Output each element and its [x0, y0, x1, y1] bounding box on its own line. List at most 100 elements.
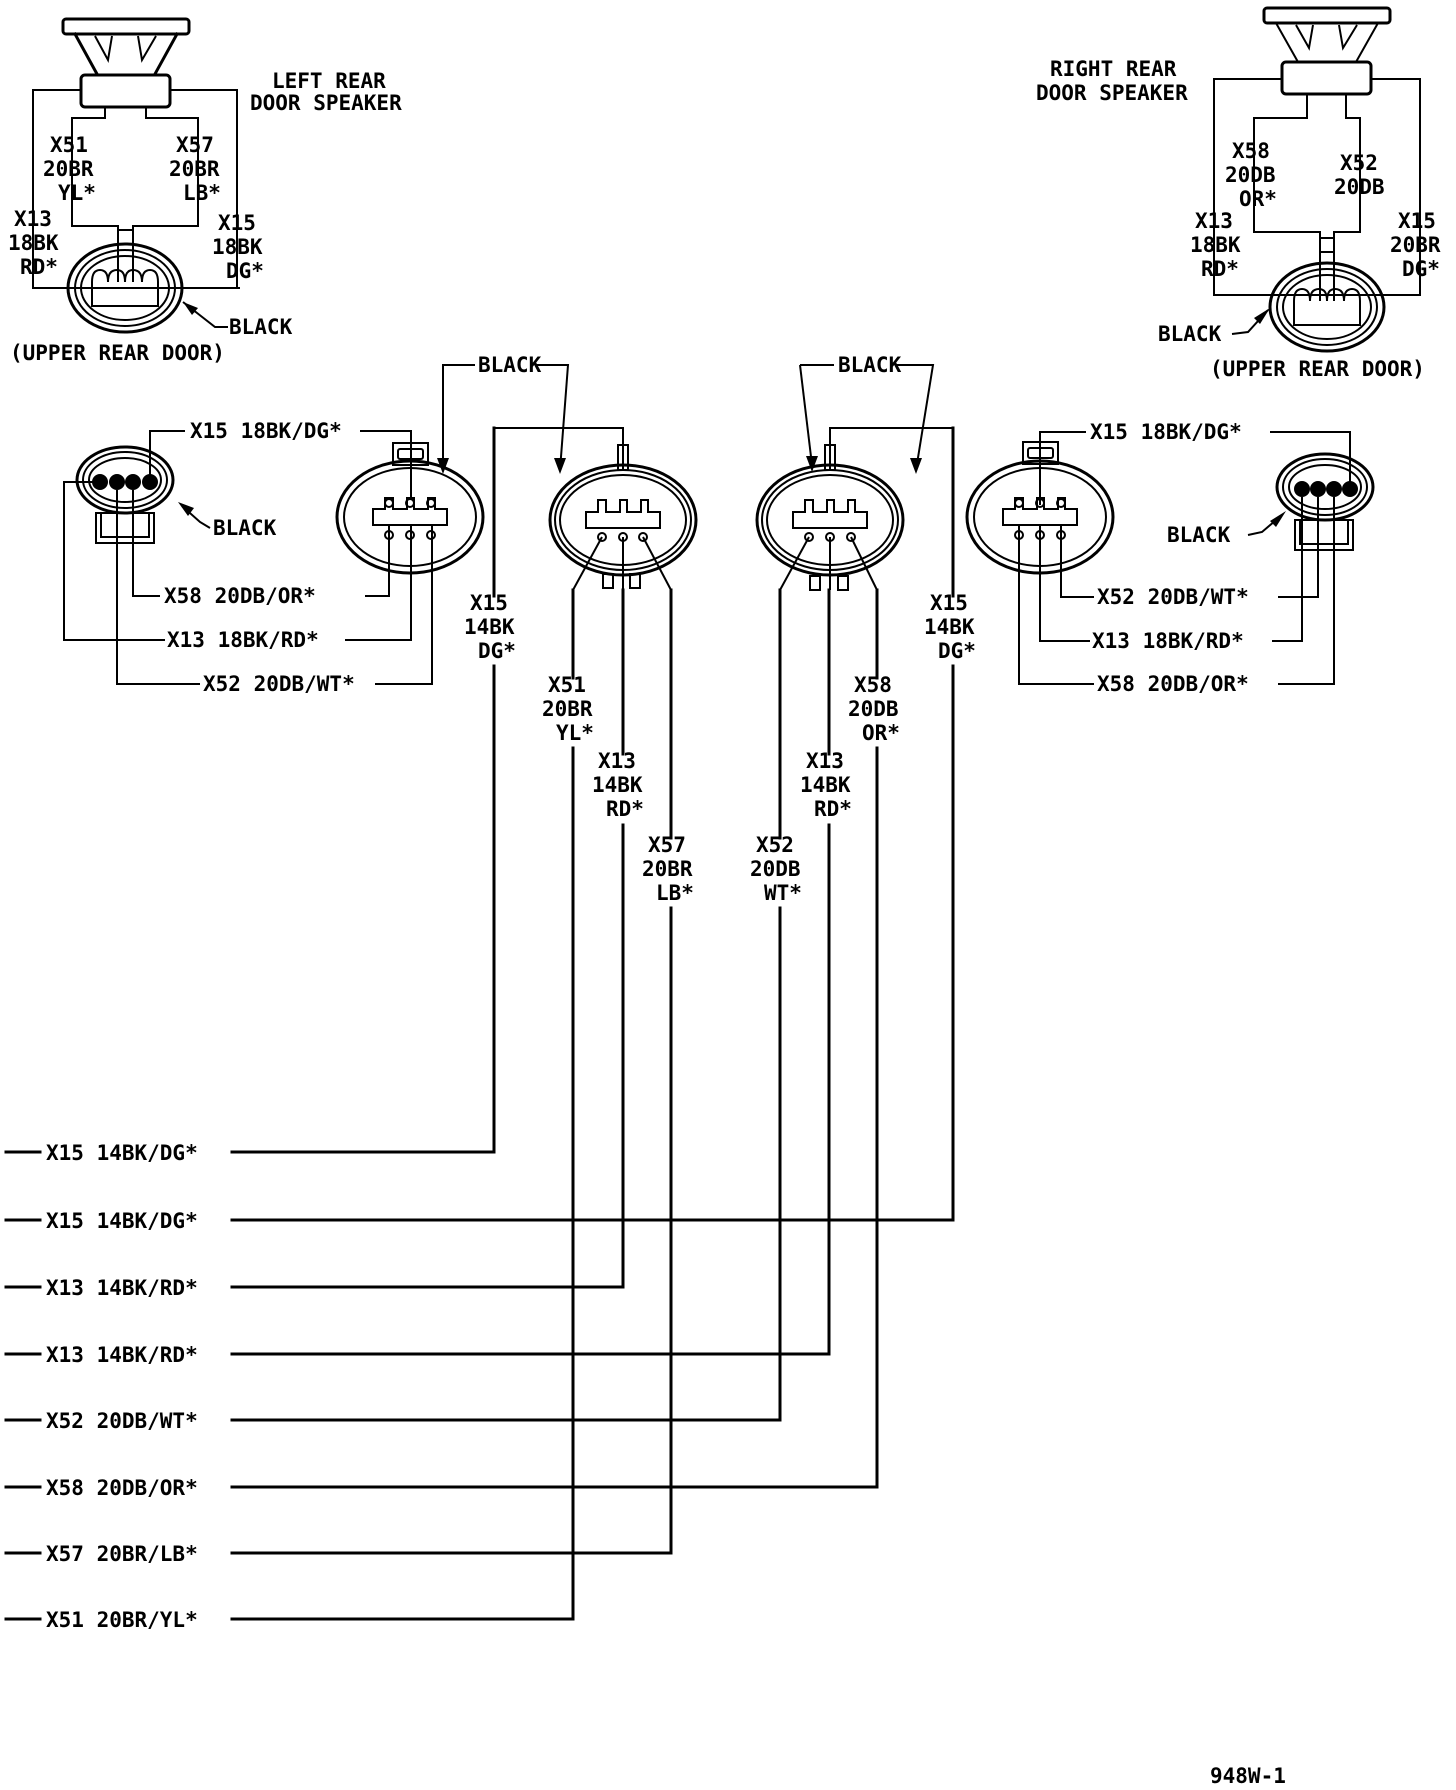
right-rear-speaker: RIGHT REAR DOOR SPEAKER X58 20DB OR* X52… [1036, 6, 1441, 381]
left-wire-circuit: X57 [176, 133, 214, 157]
bus-line-label: X13 14BK/RD* [46, 1276, 198, 1300]
right-speaker-location: (UPPER REAR DOOR) [1210, 357, 1425, 381]
right-speaker-title-2: DOOR SPEAKER [1036, 81, 1188, 105]
bus-line-label: X57 20BR/LB* [46, 1542, 198, 1566]
harness-wire-circuit: X57 [648, 833, 686, 857]
group-color-label: BLACK [838, 353, 902, 377]
left-wire-circuit: X51 [50, 133, 88, 157]
bus-line-label: X58 20DB/OR* [46, 1476, 198, 1500]
right-wire-circuit: X13 [1195, 209, 1233, 233]
harness-wire-tracer: YL* [556, 721, 594, 745]
group-color-label: BLACK [478, 353, 542, 377]
harness-wire-tracer: OR* [862, 721, 900, 745]
speaker-icon [1262, 6, 1392, 96]
harness-wire-gauge: 20BR [642, 857, 693, 881]
left-wire-gauge: 20BR [43, 157, 94, 181]
harness-wire [230, 588, 575, 1621]
left-4pin-connector [75, 445, 175, 544]
inline-wire-label: X52 20DB/WT* [203, 672, 355, 696]
harness-wire [230, 588, 782, 1422]
inline-wire-label: X13 18BK/RD* [1092, 629, 1244, 653]
harness-wire-lead [494, 427, 624, 470]
right-wire-circuit: X58 [1232, 139, 1270, 163]
harness-labels: X1514BKDG*X5120BRYL*X1314BKRD*X5720BRLB*… [464, 591, 976, 905]
harness-wire-circuit: X58 [854, 673, 892, 697]
left-wire-circuit: X15 [218, 211, 256, 235]
left-speaker-title-1: LEFT REAR [272, 69, 386, 93]
bus-line-label: X15 14BK/DG* [46, 1209, 198, 1233]
left-speaker-connector-color: BLACK [229, 315, 293, 339]
right-speaker-title-1: RIGHT REAR [1050, 57, 1177, 81]
right-group-label: BLACK [799, 353, 935, 474]
harness-wire [230, 588, 673, 1555]
bus-line-label: X15 14BK/DG* [46, 1141, 198, 1165]
right-wire-tracer: RD* [1201, 257, 1239, 281]
harness-wire-lead [779, 536, 810, 591]
harness-wire [230, 588, 831, 1356]
left-rear-speaker: LEFT REAR DOOR SPEAKER X51 20BR YL* X57 … [8, 17, 402, 365]
inline-wire-label: X58 20DB/OR* [1097, 672, 1249, 696]
inline-wire-label: X52 20DB/WT* [1097, 585, 1249, 609]
left-wire-tracer: LB* [183, 181, 221, 205]
harness-wire-lead [572, 536, 603, 591]
left-group-label: BLACK [437, 353, 570, 474]
harness-wire-gauge: 20BR [542, 697, 593, 721]
harness-wire-tracer: DG* [938, 639, 976, 663]
right-speaker-connector-color: BLACK [1158, 322, 1222, 346]
right-wire-gauge: 18BK [1190, 233, 1241, 257]
harness-wire-lead [642, 536, 672, 591]
right-wire-gauge: 20DB [1334, 175, 1385, 199]
harness-wire-gauge: 14BK [924, 615, 975, 639]
right-4pin-color: BLACK [1167, 523, 1231, 547]
harness-wire-lead [829, 427, 953, 470]
harness-wire-gauge: 20DB [848, 697, 899, 721]
bus-line-label: X13 14BK/RD* [46, 1343, 198, 1367]
right-speaker-connector [1268, 237, 1386, 353]
figure-id: 948W-1 [1210, 1764, 1286, 1788]
inline-wire-label: X15 18BK/DG* [190, 419, 342, 443]
right-wire-tracer: DG* [1402, 257, 1440, 281]
harness-wire-circuit: X13 [598, 749, 636, 773]
harness-wire-lead [850, 536, 878, 591]
inline-wire-label: X15 18BK/DG* [1090, 420, 1242, 444]
right-wire-circuit: X52 [1340, 151, 1378, 175]
harness-wire-gauge: 14BK [592, 773, 643, 797]
harness-wire-circuit: X15 [470, 591, 508, 615]
left-wire-tracer: YL* [58, 181, 96, 205]
harness-wire-gauge: 20DB [750, 857, 801, 881]
bus-lines: X15 14BK/DG* X15 14BK/DG* X13 14BK/RD* X13 … [4, 1141, 198, 1632]
left-speaker-location: (UPPER REAR DOOR) [10, 341, 225, 365]
right-4pin-connector [1275, 452, 1375, 551]
harness-wire [230, 588, 879, 1489]
left-wire-gauge: 18BK [212, 235, 263, 259]
left-inline-wiring [63, 430, 433, 685]
harness-wire-circuit: X13 [806, 749, 844, 773]
left-speaker-title-2: DOOR SPEAKER [250, 91, 402, 115]
inline-wire-label: X13 18BK/RD* [167, 628, 319, 652]
harness-wire-circuit: X51 [548, 673, 586, 697]
right-inline-wiring [1018, 431, 1351, 685]
bus-line-label: X51 20BR/YL* [46, 1608, 198, 1632]
left-wire-tracer: RD* [20, 255, 58, 279]
right-wire-gauge: 20BR [1390, 233, 1441, 257]
harness-wire-tracer: LB* [656, 881, 694, 905]
left-wire-gauge: 20BR [169, 157, 220, 181]
bus-line-label: X52 20DB/WT* [46, 1409, 198, 1433]
harness-wire-tracer: RD* [814, 797, 852, 821]
harness-wire-circuit: X15 [930, 591, 968, 615]
harness-wire [230, 426, 496, 1154]
harness-wire [230, 426, 955, 1222]
harness-wire-circuit: X52 [756, 833, 794, 857]
right-wire-circuit: X15 [1398, 209, 1436, 233]
harness-wire-tracer: RD* [606, 797, 644, 821]
harness-wire-tracer: WT* [764, 881, 802, 905]
harness-wire [230, 588, 625, 1289]
right-wire-tracer: OR* [1239, 187, 1277, 211]
left-speaker-connector [66, 229, 184, 334]
left-wire-gauge: 18BK [8, 231, 59, 255]
harness-wire-gauge: 14BK [800, 773, 851, 797]
harness-wire-gauge: 14BK [464, 615, 515, 639]
inline-connector-female-left [335, 442, 485, 575]
left-wire-circuit: X13 [14, 207, 52, 231]
